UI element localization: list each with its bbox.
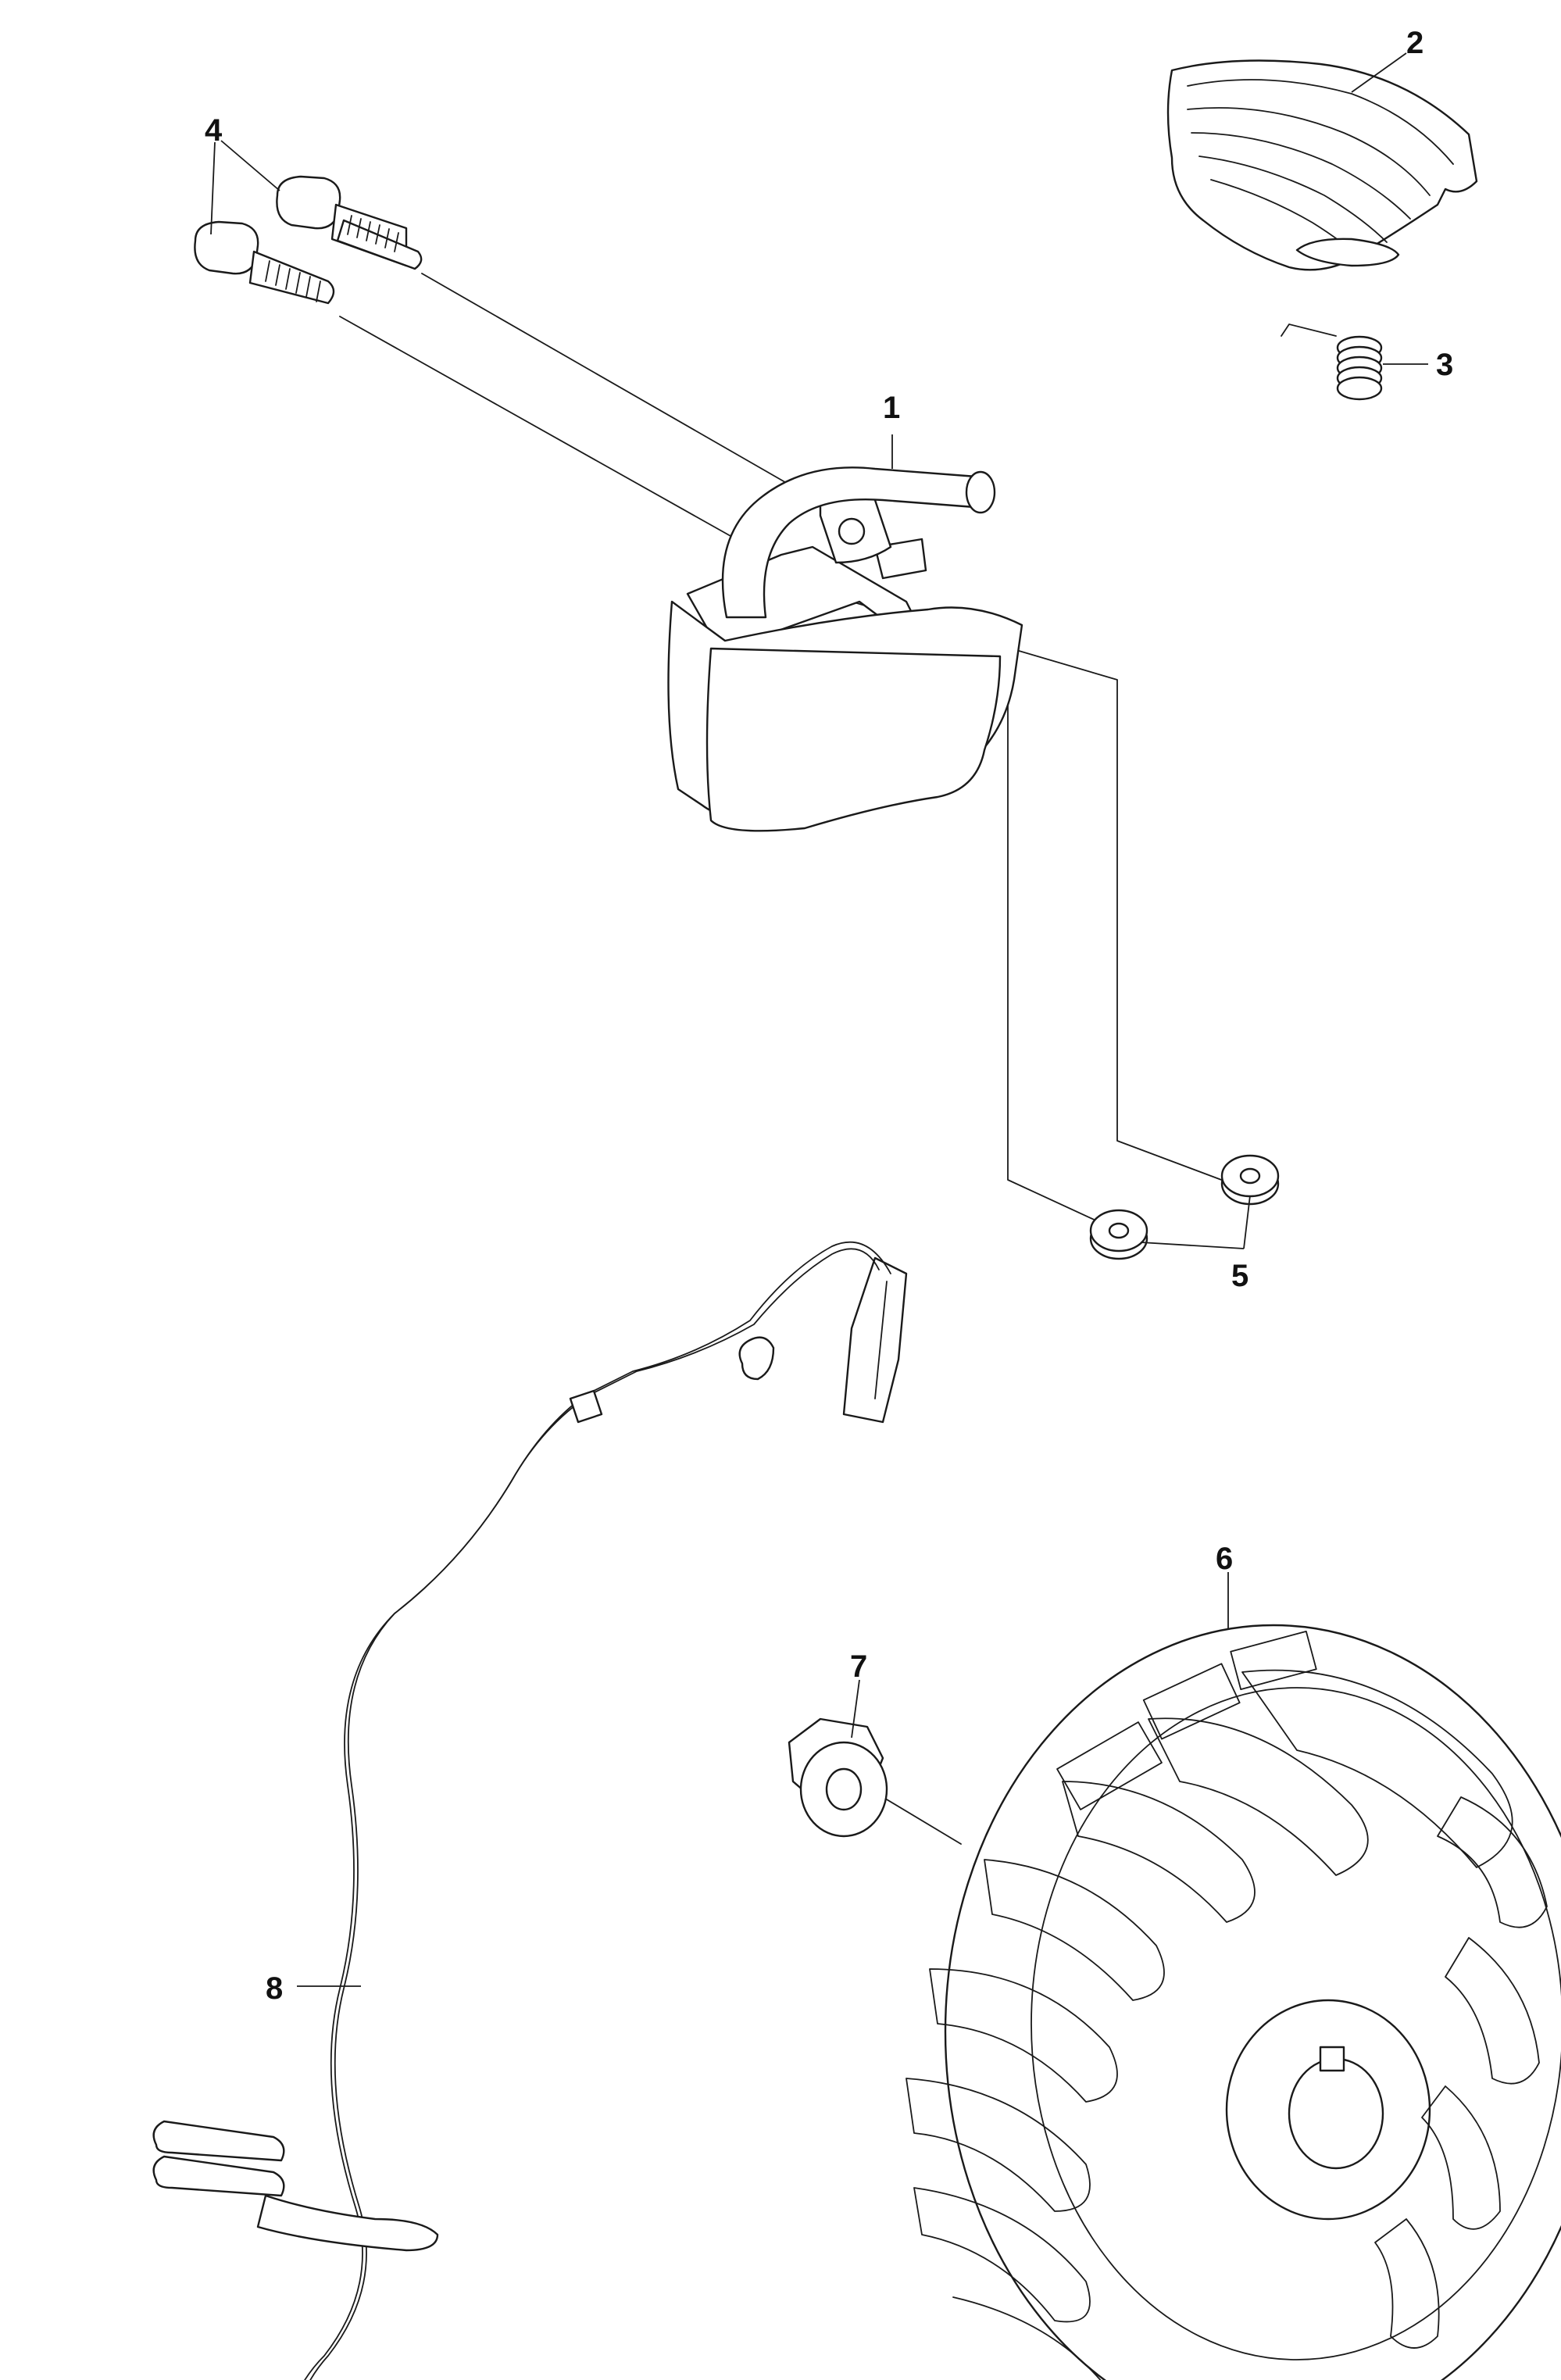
callout-3: 3 — [1436, 348, 1453, 382]
callout-7: 7 — [850, 1649, 867, 1684]
spring-part[interactable] — [1281, 323, 1383, 401]
callout-1: 1 — [883, 391, 900, 425]
callout-2: 2 — [1406, 26, 1423, 60]
callout-numbers: 1 2 3 4 5 6 7 8 — [205, 26, 1453, 2006]
bolt-lower[interactable] — [194, 220, 335, 305]
spacer-right[interactable] — [1220, 1154, 1280, 1206]
bolt-upper[interactable] — [276, 175, 423, 270]
flywheel-part[interactable] — [906, 1624, 1561, 2380]
spacer-left[interactable] — [1089, 1209, 1148, 1260]
cover-boot-part[interactable] — [1166, 59, 1478, 271]
stop-wire-part[interactable] — [152, 1241, 908, 2380]
leader-lines — [210, 52, 1428, 1987]
ignition-coil-part[interactable] — [667, 466, 1023, 832]
callout-6: 6 — [1216, 1542, 1233, 1576]
callout-5: 5 — [1231, 1259, 1248, 1293]
callout-4: 4 — [205, 113, 223, 148]
flywheel-nut-part[interactable] — [788, 1717, 888, 1838]
callout-8: 8 — [266, 1971, 283, 2006]
